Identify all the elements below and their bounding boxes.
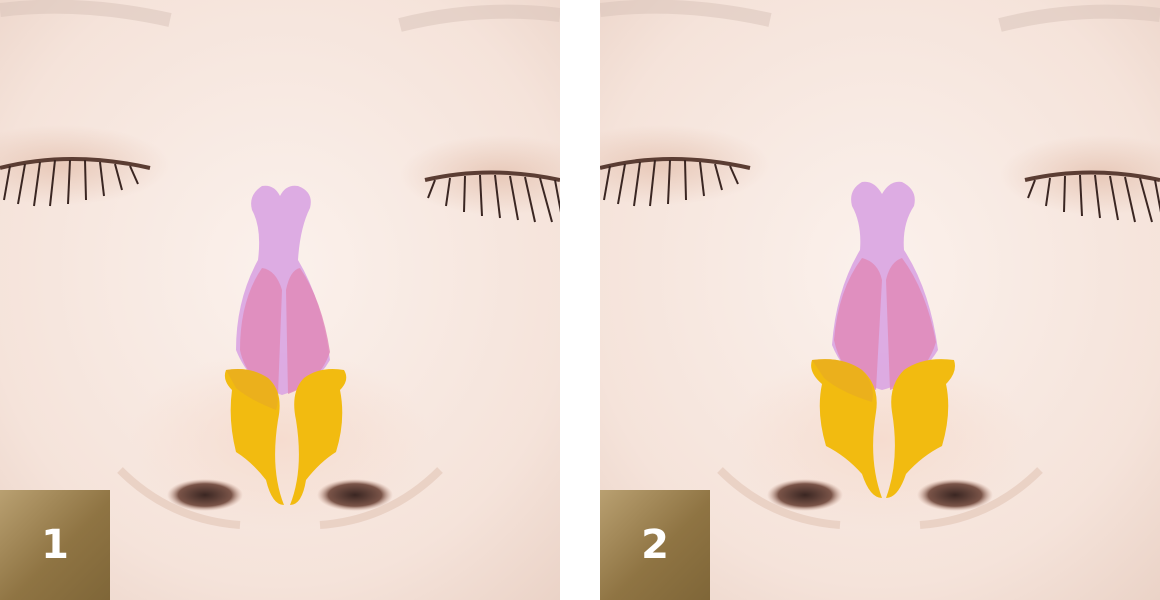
nose-illustration bbox=[117, 350, 443, 530]
panel-1: 1 bbox=[0, 0, 560, 600]
middle-cartilage bbox=[240, 268, 282, 394]
closed-eye-icon bbox=[0, 157, 151, 207]
middle-cartilage bbox=[286, 268, 330, 394]
panel-2: 2 bbox=[600, 0, 1160, 600]
closed-eye-icon bbox=[1024, 170, 1160, 223]
step-number-badge: 1 bbox=[0, 490, 110, 600]
step-number-badge: 2 bbox=[600, 490, 710, 600]
face-photo-2 bbox=[600, 0, 1160, 600]
closed-eye-icon bbox=[600, 157, 751, 207]
cartilage-overlay bbox=[224, 185, 347, 505]
nose-illustration bbox=[717, 350, 1043, 530]
middle-cartilage bbox=[886, 258, 936, 390]
step-number: 2 bbox=[641, 522, 669, 568]
cartilage-overlay bbox=[811, 181, 955, 498]
closed-eye-icon bbox=[424, 170, 560, 223]
middle-cartilage bbox=[834, 258, 882, 390]
lower-cartilage bbox=[290, 369, 347, 505]
step-number: 1 bbox=[41, 522, 69, 568]
lower-cartilage bbox=[886, 359, 955, 498]
